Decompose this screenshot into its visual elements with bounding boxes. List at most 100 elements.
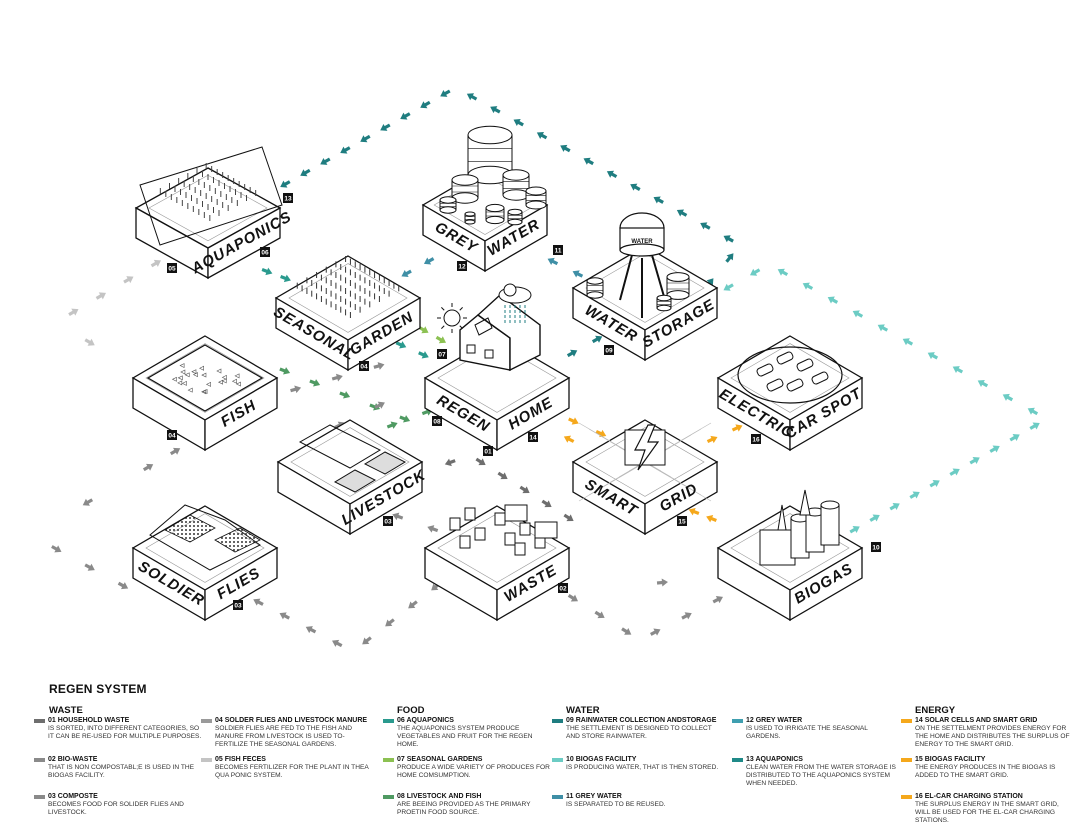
tank-icon: [440, 197, 456, 213]
number-tag-10: 10: [871, 542, 881, 552]
flow-04d: [52, 545, 128, 589]
legend-item: 03 COMPOSTEBECOMES FOOD FOR SOLIDER FLIE…: [34, 793, 204, 817]
legend-item: 13 AQUAPONICSCLEAN WATER FROM THE WATER …: [732, 756, 902, 788]
legend-item-desc: IS PRODUCING WATER, THAT IS THEN STORED.: [566, 764, 722, 772]
legend-item-title: 02 BIO-WASTE: [48, 756, 204, 764]
legend-item-desc: THE SURPLUS ENERGY IN THE SMART GRID, WI…: [915, 801, 1071, 825]
svg-text:04: 04: [168, 432, 176, 439]
number-tag-04: 04: [167, 430, 177, 440]
legend-swatch: [901, 795, 912, 799]
flow-16: [708, 424, 743, 443]
number-tag-15: 15: [677, 516, 687, 526]
category-waste: WASTE: [49, 705, 83, 716]
legend-swatch: [201, 719, 212, 723]
number-tag-01: 01: [483, 446, 493, 456]
flow-10c: [723, 269, 759, 291]
legend-item-desc: THE ENERGY PRODUCES IN THE BIOGAS IS ADD…: [915, 764, 1071, 780]
legend-item-title: 09 RAINWATER COLLECTION ANDSTORAGE: [566, 717, 722, 725]
number-tag-03: 03: [233, 600, 243, 610]
tank-icon: [587, 278, 603, 298]
number-tag-16: 16: [751, 434, 761, 444]
legend-item: 01 HOUSEHOLD WASTEIS SORTED, INTO DIFFER…: [34, 717, 204, 741]
number-tag-13: 13: [283, 193, 293, 203]
number-tag-11: 11: [553, 245, 563, 255]
house-icon: [460, 295, 540, 370]
legend-swatch: [383, 719, 394, 723]
svg-text:04: 04: [360, 363, 368, 370]
legend-item: 16 EL-CAR CHARGING STATIONTHE SURPLUS EN…: [901, 793, 1071, 825]
bin-icon: [495, 513, 505, 525]
sun-icon: [437, 303, 467, 333]
legend-item-desc: SOLDIER FLIES ARE FED TO THE FISH AND MA…: [215, 725, 371, 749]
legend-item-desc: ON THE SETTELMENT PROVIDES ENERGY FOR TH…: [915, 725, 1071, 749]
legend-swatch: [201, 758, 212, 762]
number-tag-03: 03: [383, 516, 393, 526]
flow-13c: [707, 253, 734, 287]
legend-item-title: 14 SOLAR CELLS AND SMART GRID: [915, 717, 1071, 725]
tank-icon: [503, 170, 529, 200]
legend-item: 12 GREY WATERIS USED TO IRRIGATE THE SEA…: [732, 717, 902, 741]
svg-text:09: 09: [605, 347, 613, 354]
flow-11: [548, 258, 583, 278]
seasonal-garden-block: SEASONALGARDEN: [271, 256, 420, 370]
svg-text:05: 05: [168, 265, 176, 272]
svg-text:03: 03: [384, 518, 392, 525]
legend-item-title: 03 COMPOSTE: [48, 793, 204, 801]
fish-block: FISH: [133, 336, 277, 450]
svg-text:08: 08: [433, 418, 441, 425]
tank-icon: [526, 187, 546, 209]
number-tag-14: 14: [528, 432, 538, 442]
flow-13b: [280, 90, 450, 188]
legend-item-desc: THE AQUAPONICS SYSTEM PRODUCE VEGETABLES…: [397, 725, 553, 749]
legend-item: 08 LIVESTOCK AND FISHARE BEEING PROVIDED…: [383, 793, 553, 817]
legend-item-desc: BECOMES FERTILIZER FOR THE PLANT IN THEA…: [215, 764, 371, 780]
svg-text:02: 02: [559, 585, 567, 592]
biogas-block: BIOGAS: [718, 490, 862, 620]
legend-swatch: [383, 758, 394, 762]
number-tag-06: 06: [260, 247, 270, 257]
number-tag-09: 09: [604, 345, 614, 355]
flow-14a: [569, 417, 607, 437]
category-water: WATER: [566, 705, 600, 716]
svg-text:16: 16: [752, 436, 760, 443]
flow-12: [401, 258, 433, 277]
tank-icon: [486, 204, 504, 223]
container-icon: [535, 522, 557, 538]
legend-item-desc: IS SEPARATED TO BE REUSED.: [566, 801, 722, 809]
number-tag-02: 02: [558, 583, 568, 593]
legend-title: REGEN SYSTEM: [49, 682, 147, 696]
number-tag-07: 07: [437, 349, 447, 359]
legend-item-desc: PRODUCE A WIDE VARIETY OF PRODUCES FOR H…: [397, 764, 553, 780]
number-tag-05: 05: [167, 263, 177, 273]
category-energy: ENERGY: [915, 705, 955, 716]
legend-item: 09 RAINWATER COLLECTION ANDSTORAGETHE SE…: [552, 717, 722, 741]
legend-swatch: [552, 795, 563, 799]
legend-item-desc: IS USED TO IRRIGATE THE SEASONAL GARDENS…: [746, 725, 902, 741]
tank-icon: [667, 273, 689, 300]
svg-text:11: 11: [555, 247, 562, 254]
flow-15: [689, 508, 717, 522]
waste-block: WASTE: [425, 505, 569, 620]
legend-item-title: 01 HOUSEHOLD WASTE: [48, 717, 204, 725]
legend-item-desc: CLEAN WATER FROM THE WATER STORAGE IS DI…: [746, 764, 902, 788]
legend-item-title: 15 BIOGAS FACILITY: [915, 756, 1071, 764]
svg-text:10: 10: [872, 544, 880, 551]
legend-swatch: [34, 719, 45, 723]
legend-item: 11 GREY WATERIS SEPARATED TO BE REUSED.: [552, 793, 722, 809]
legend-item-title: 10 BIOGAS FACILITY: [566, 756, 722, 764]
svg-text:13: 13: [284, 195, 292, 202]
legend-swatch: [552, 719, 563, 723]
bin-icon: [460, 536, 470, 548]
legend-item-desc: THAT IS NON COMPOSTABL;E IS USED IN THE …: [48, 764, 204, 780]
tower-text: WATER: [631, 239, 653, 245]
flow-06b: [396, 341, 429, 358]
flow-02a: [569, 595, 632, 635]
bin-icon: [475, 528, 485, 540]
svg-text:14: 14: [529, 434, 537, 441]
flow-03a: [392, 513, 437, 533]
legend-item: 02 BIO-WASTETHAT IS NON COMPOSTABL;E IS …: [34, 756, 204, 780]
tank-icon: [508, 209, 522, 225]
legend-item: 04 SOLDER FLIES AND LIVESTOCK MANURESOLD…: [201, 717, 371, 749]
number-tag-12: 12: [457, 261, 467, 271]
legend-item-desc: THE SETTLEMENT IS DESIGNED TO COLLECT AN…: [566, 725, 722, 741]
